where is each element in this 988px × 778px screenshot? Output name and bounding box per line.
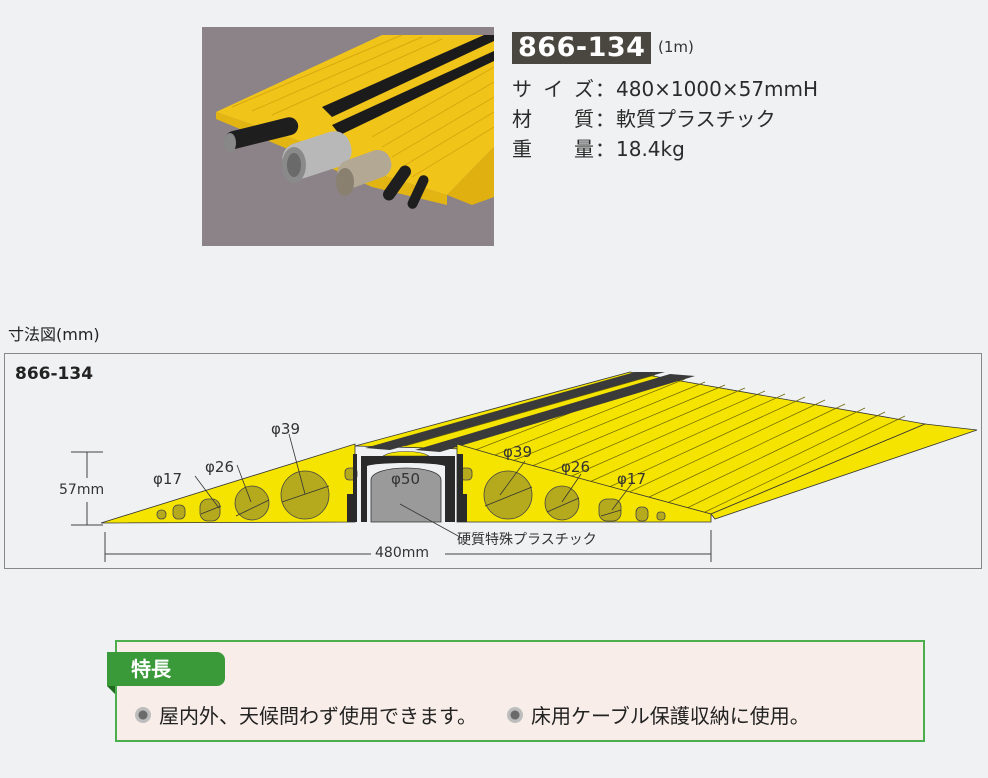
dimension-diagram: 866-134 bbox=[4, 353, 982, 569]
hole-label-left-39: φ39 bbox=[271, 420, 300, 438]
spec-row-size: サイズ ： 480×1000×57mmH bbox=[512, 74, 818, 104]
spec-label: 重 量 bbox=[512, 137, 594, 161]
dimension-section-title: 寸法図(mm) bbox=[8, 325, 100, 344]
feature-text: 床用ケーブル保護収納に使用。 bbox=[531, 704, 810, 728]
spec-list: サイズ ： 480×1000×57mmH 材 質 ： 軟質プラスチック 重 量 … bbox=[512, 74, 818, 164]
unit-length: (1m) bbox=[658, 38, 694, 56]
hole-label-right-39: φ39 bbox=[503, 443, 532, 461]
spec-value: 18.4kg bbox=[616, 137, 685, 161]
feature-item: 床用ケーブル保護収納に使用。 bbox=[507, 700, 810, 729]
cable-protector-photo-illustration bbox=[202, 27, 494, 246]
hole-label-left-26: φ26 bbox=[205, 458, 234, 476]
model-number-badge: 866-134 bbox=[512, 32, 652, 64]
hole-label-left-17: φ17 bbox=[153, 470, 182, 488]
spec-row-material: 材 質 ： 軟質プラスチック bbox=[512, 104, 818, 134]
spec-label: サイズ bbox=[512, 77, 594, 101]
spec-row-weight: 重 量 ： 18.4kg bbox=[512, 134, 818, 164]
feature-text: 屋内外、天候問わず使用できます。 bbox=[159, 704, 477, 728]
cross-section-drawing bbox=[71, 371, 978, 562]
spec-value: 480×1000×57mmH bbox=[616, 77, 819, 101]
width-label: 480mm bbox=[375, 545, 429, 561]
material-callout: 硬質特殊プラスチック bbox=[457, 532, 597, 548]
features-box: 特長 屋内外、天候問わず使用できます。 床用ケーブル保護収納に使用。 bbox=[107, 640, 925, 742]
bullet-icon bbox=[507, 706, 523, 723]
spec-value: 軟質プラスチック bbox=[616, 107, 776, 131]
spec-separator: ： bbox=[595, 107, 615, 131]
diagram-model-number: 866-134 bbox=[15, 364, 94, 384]
feature-item: 屋内外、天候問わず使用できます。 bbox=[135, 700, 477, 729]
center-channel-label: φ50 bbox=[391, 470, 420, 488]
spec-separator: ： bbox=[595, 77, 615, 101]
hole-label-right-17: φ17 bbox=[617, 470, 646, 488]
bullet-icon bbox=[135, 706, 151, 723]
spec-label: 材 質 bbox=[512, 107, 594, 131]
features-list: 屋内外、天候問わず使用できます。 床用ケーブル保護収納に使用。 bbox=[135, 700, 810, 729]
spec-separator: ： bbox=[595, 137, 615, 161]
height-label: 57mm bbox=[59, 482, 105, 498]
product-photo bbox=[202, 27, 494, 246]
hole-label-right-26: φ26 bbox=[561, 458, 590, 476]
features-title: 特長 bbox=[107, 652, 225, 694]
